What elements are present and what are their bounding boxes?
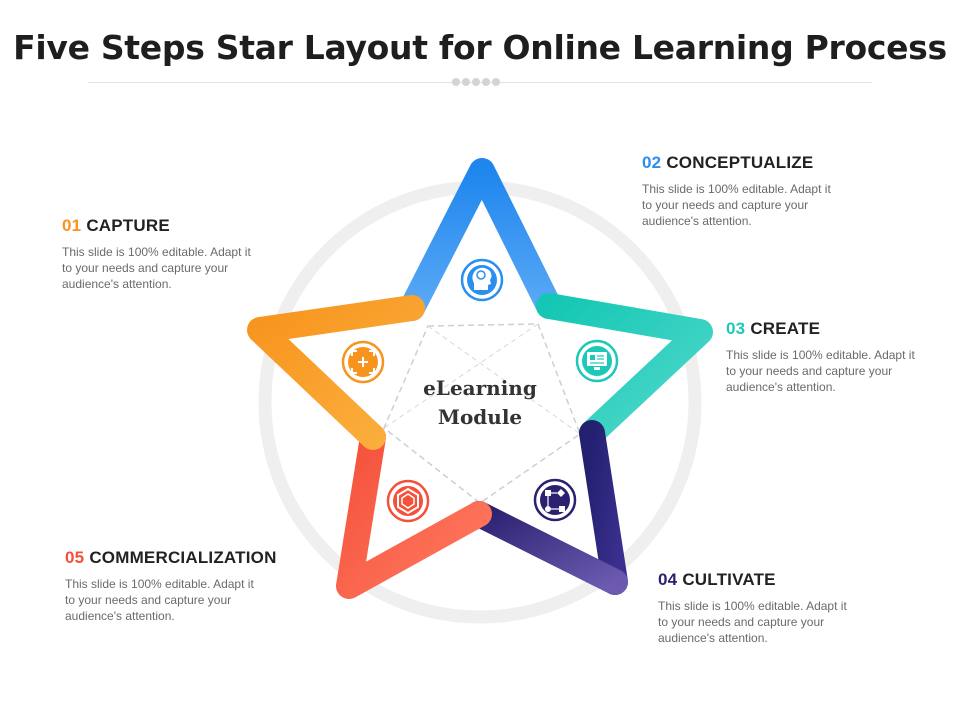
step-description: This slide is 100% editable. Adapt it to… [642, 182, 831, 228]
arm-cultivate-a [579, 420, 628, 595]
step-number: 03 [726, 319, 746, 338]
inner-pentagon [383, 323, 581, 504]
step-title: CREATE [750, 319, 821, 338]
flowchart-icon [533, 478, 577, 522]
step-description: This slide is 100% editable. Adapt it to… [65, 577, 254, 623]
arm-capture [247, 295, 425, 450]
step-number: 04 [658, 570, 678, 589]
step-description: This slide is 100% editable. Adapt it to… [726, 348, 915, 394]
brain-head-icon [460, 258, 504, 302]
center-label-line2: Module [437, 405, 523, 429]
step-number: 02 [642, 153, 662, 172]
step-number: 05 [65, 548, 85, 567]
arm-commercialization [336, 424, 492, 599]
arm-create [536, 293, 713, 446]
arm-conceptualize [399, 158, 562, 321]
step-title: CONCEPTUALIZE [666, 153, 814, 172]
step-title: CAPTURE [86, 216, 170, 235]
step-title: CULTIVATE [682, 570, 776, 589]
center-label: eLearning Module [405, 374, 555, 432]
step-title: COMMERCIALIZATION [89, 548, 277, 567]
inner-star-lines [383, 323, 581, 435]
title-divider [88, 82, 872, 83]
monitor-document-icon [575, 339, 619, 383]
page-title: Five Steps Star Layout for Online Learni… [13, 28, 947, 67]
step-description: This slide is 100% editable. Adapt it to… [658, 599, 847, 645]
title-dots [452, 78, 500, 88]
step-description: This slide is 100% editable. Adapt it to… [62, 245, 251, 291]
arm-cultivate-b [466, 501, 628, 595]
center-label-line1: eLearning [423, 376, 537, 400]
hexagon-cycle-icon [386, 479, 430, 523]
focus-frame-icon [341, 340, 385, 384]
step-number: 01 [62, 216, 82, 235]
